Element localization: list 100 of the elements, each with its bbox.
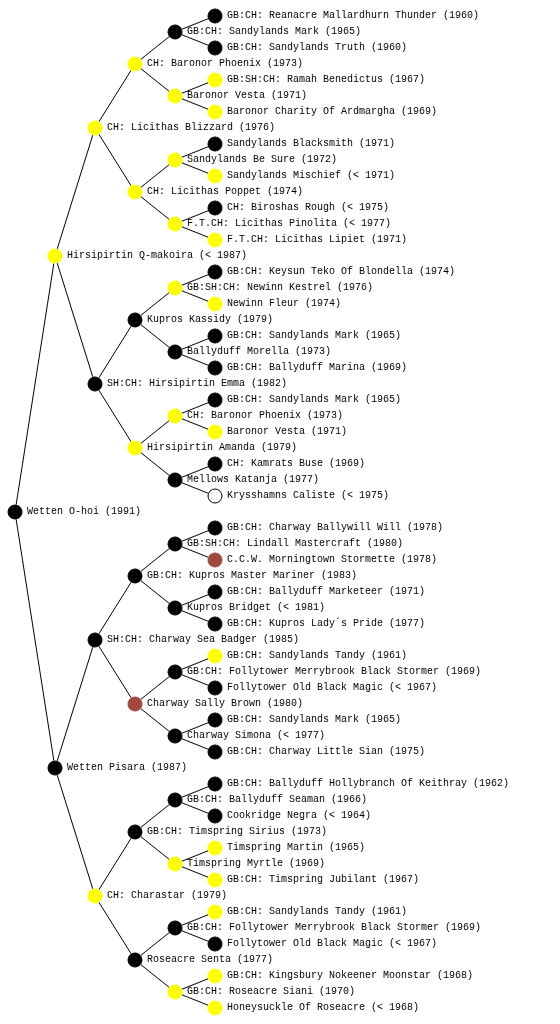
pedigree-line xyxy=(181,274,209,286)
pedigree-line xyxy=(181,146,209,158)
dog-name: Baronor Vesta (1971) xyxy=(187,89,308,103)
pedigree-line xyxy=(181,594,209,606)
pedigree-line xyxy=(140,196,170,220)
pedigree-line xyxy=(98,901,132,955)
pedigree-line xyxy=(98,837,132,891)
pedigree-line xyxy=(181,18,209,30)
dog-name: Hirsipirtin Amanda (1979) xyxy=(147,441,298,455)
dog-name: GB:CH: Ballyduff Hollybranch Of Keithray (1962) xyxy=(227,777,510,791)
pedigree-line xyxy=(140,932,170,956)
pedigree-line xyxy=(140,836,170,860)
pedigree-line xyxy=(140,420,170,444)
dog-name: Krysshamns Caliste (< 1975) xyxy=(227,489,390,503)
dog-name: Honeysuckle Of Roseacre (< 1968) xyxy=(227,1001,420,1015)
dog-name: CH: Baronor Phoenix (1973) xyxy=(187,409,344,423)
dog-name: Timspring Myrtle (1969) xyxy=(187,857,326,871)
dog-name: GB:SH:CH: Ramah Benedictus (1967) xyxy=(227,73,426,87)
pedigree-line xyxy=(181,162,209,174)
pedigree-line xyxy=(181,290,209,302)
pedigree-line xyxy=(140,452,170,476)
pedigree-line xyxy=(181,738,209,750)
dog-name: GB:CH: Charway Ballywill Will (1978) xyxy=(227,521,444,535)
dog-name: Timspring Martin (1965) xyxy=(227,841,366,855)
dog-name: GB:CH: Kupros Lady´s Pride (1977) xyxy=(227,617,426,631)
dog-name: GB:CH: Keysun Teko Of Blondella (1974) xyxy=(227,265,456,279)
dog-name: Newinn Fleur (1974) xyxy=(227,297,342,311)
pedigree-line xyxy=(181,610,209,622)
dog-name: CH: Biroshas Rough (< 1975) xyxy=(227,201,390,215)
pedigree-line xyxy=(181,530,209,542)
pedigree-line xyxy=(181,338,209,350)
dog-name: GB:CH: Kingsbury Nokeener Moonstar (1968) xyxy=(227,969,474,983)
dog-name: Sandylands Mischief (< 1971) xyxy=(227,169,396,183)
dog-name: Follytower Old Black Magic (< 1967) xyxy=(227,681,438,695)
pedigree-line xyxy=(181,994,209,1006)
dog-name: F.T.CH: Licithas Pinolita (< 1977) xyxy=(187,217,392,231)
dog-name: Charway Simona (< 1977) xyxy=(187,729,326,743)
dog-name: Roseacre Senta (1977) xyxy=(147,953,274,967)
dog-name: CH: Kamrats Buse (1969) xyxy=(227,457,366,471)
pedigree-line xyxy=(140,164,170,188)
dog-name: Sandylands Be Sure (1972) xyxy=(187,153,338,167)
pedigree-line xyxy=(98,645,132,699)
dog-name: GB:CH: Sandylands Mark (1965) xyxy=(227,329,402,343)
pedigree-line xyxy=(181,866,209,878)
dog-name: C.C.W. Morningtown Stormette (1978) xyxy=(227,553,438,567)
pedigree-line xyxy=(181,658,209,670)
pedigree-line xyxy=(140,580,170,604)
dog-name: F.T.CH: Licithas Lipiet (1971) xyxy=(227,233,408,247)
dog-name: CH: Licithas Poppet (1974) xyxy=(147,185,304,199)
pedigree-line xyxy=(181,802,209,814)
pedigree-line xyxy=(181,418,209,430)
pedigree-line xyxy=(181,226,209,238)
dog-name: GB:CH: Sandylands Truth (1960) xyxy=(227,41,408,55)
dog-name: GB:CH: Sandylands Mark (1965) xyxy=(227,393,402,407)
pedigree-line xyxy=(140,676,170,700)
dog-name: Mellows Katanja (1977) xyxy=(187,473,320,487)
pedigree-line xyxy=(181,210,209,222)
dog-name: Follytower Old Black Magic (< 1967) xyxy=(227,937,438,951)
pedigree-line xyxy=(181,98,209,110)
dog-name: SH:CH: Hirsipirtin Emma (1982) xyxy=(107,377,288,391)
pedigree-line xyxy=(181,850,209,862)
pedigree-line xyxy=(140,324,170,348)
pedigree-line xyxy=(181,482,209,494)
dog-name: Wetten O-hoi (1991) xyxy=(27,505,142,519)
pedigree-line xyxy=(15,262,55,506)
dog-name: GB:CH: Ballyduff Seaman (1966) xyxy=(187,793,368,807)
pedigree-line xyxy=(56,262,94,378)
dog-name: SH:CH: Charway Sea Badger (1985) xyxy=(107,633,300,647)
dog-name: Baronor Vesta (1971) xyxy=(227,425,348,439)
dog-name: GB:CH: Ballyduff Marina (1969) xyxy=(227,361,408,375)
pedigree-line xyxy=(98,133,132,187)
dog-name: Ballyduff Morella (1973) xyxy=(187,345,332,359)
dog-name: GB:CH: Reanacre Mallardhurn Thunder (1960) xyxy=(227,9,480,23)
dog-name: GB:CH: Charway Little Sian (1975) xyxy=(227,745,426,759)
pedigree-line xyxy=(140,548,170,572)
dog-name: GB:CH: Follytower Merrybrook Black Stormer (1969) xyxy=(187,665,482,679)
dog-name: GB:CH: Timspring Jubilant (1967) xyxy=(227,873,420,887)
pedigree-line xyxy=(98,581,132,635)
dog-name: Baronor Charity Of Ardmargha (1969) xyxy=(227,105,438,119)
pedigree-line xyxy=(181,34,209,46)
dog-name: Kupros Kassidy (1979) xyxy=(147,313,274,327)
pedigree-line xyxy=(140,708,170,732)
pedigree-line xyxy=(181,354,209,366)
dog-name: Kupros Bridget (< 1981) xyxy=(187,601,326,615)
dog-name: Cookridge Negra (< 1964) xyxy=(227,809,372,823)
pedigree-line xyxy=(140,292,170,316)
dog-name: Charway Sally Brown (1980) xyxy=(147,697,304,711)
dog-name: Hirsipirtin Q-makoira (< 1987) xyxy=(67,249,248,263)
pedigree-line xyxy=(181,546,209,558)
dog-name: GB:CH: Kupros Master Mariner (1983) xyxy=(147,569,358,583)
pedigree-line xyxy=(140,36,170,60)
pedigree-line xyxy=(140,68,170,92)
pedigree-line xyxy=(181,786,209,798)
pedigree-line xyxy=(181,978,209,990)
pedigree-line xyxy=(181,722,209,734)
pedigree-line xyxy=(181,674,209,686)
pedigree-line xyxy=(181,402,209,414)
pedigree-line xyxy=(56,646,94,762)
dog-name: GB:CH: Sandylands Tandy (1961) xyxy=(227,905,408,919)
pedigree-line xyxy=(98,389,132,443)
